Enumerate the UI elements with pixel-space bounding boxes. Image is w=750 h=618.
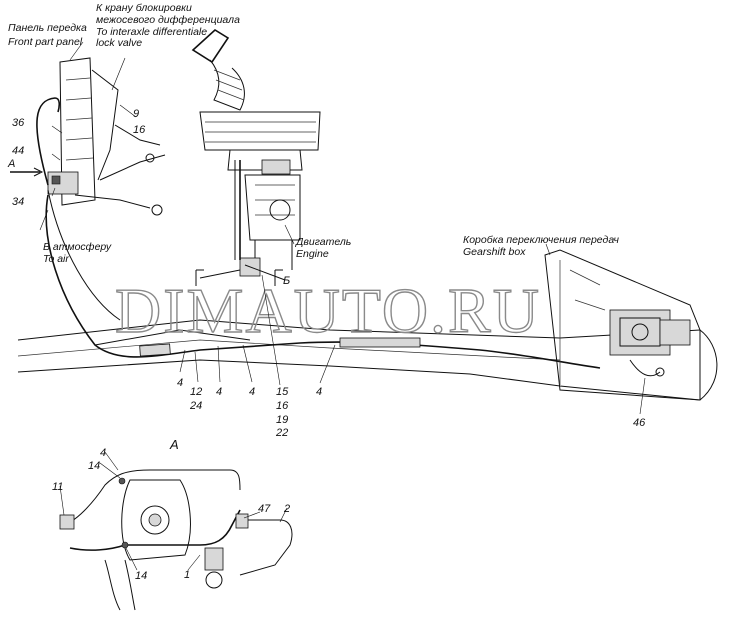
engine-hose [199, 160, 286, 281]
callout-2: 2 [283, 503, 290, 515]
label-air-ru: В атмосферу [43, 241, 112, 253]
callout-9: 9 [133, 108, 139, 120]
callout-19: 19 [276, 414, 288, 426]
callout-11: 11 [52, 481, 63, 493]
callout-34: 34 [12, 196, 24, 208]
callout-14a: 14 [88, 460, 100, 472]
callout-16a: 16 [133, 124, 146, 136]
view-a-detail [59, 469, 293, 611]
label-view-b: Б [283, 275, 290, 287]
callout-36: 36 [12, 117, 25, 129]
air-line-4 [36, 97, 601, 369]
callout-4e: 4 [100, 447, 106, 459]
callout-22: 22 [275, 427, 288, 439]
label-lock-valve-ru-1: К крану блокировки [96, 2, 192, 14]
callout-12: 12 [190, 386, 202, 398]
callout-4a: 4 [177, 377, 183, 389]
view-markers [10, 167, 283, 286]
label-lock-valve-ru-2: межосевого дифференциала [96, 14, 240, 26]
callout-4b: 4 [216, 386, 222, 398]
labels: Панель передка Front part panel К крану … [7, 2, 619, 452]
label-air-en: To air [43, 253, 69, 265]
callout-24: 24 [189, 400, 202, 412]
callout-46: 46 [633, 417, 646, 429]
label-lock-valve-en-1: To interaxle differentiale [96, 26, 207, 38]
callout-1: 1 [184, 569, 190, 581]
label-front-panel-en: Front part panel [8, 36, 83, 48]
leader-lines [39, 41, 646, 571]
label-front-panel-ru: Панель передка [8, 22, 87, 34]
callout-14b: 14 [135, 570, 147, 582]
frame-rail [17, 319, 718, 401]
callout-47: 47 [258, 503, 271, 515]
label-lock-valve-en-2: lock valve [96, 37, 142, 49]
callout-4c: 4 [249, 386, 255, 398]
label-gearbox-en: Gearshift box [463, 246, 526, 258]
callout-44: 44 [12, 145, 24, 157]
label-view-a: A [169, 437, 179, 452]
label-gearbox-ru: Коробка переключения передач [463, 234, 619, 246]
watermark: DIMAUTO.RU [115, 275, 541, 346]
label-engine-en: Engine [296, 248, 329, 260]
callouts: 36 44 34 9 16 4 12 24 4 4 15 16 19 22 4 … [12, 108, 646, 582]
label-arrow-a: A [7, 158, 15, 170]
callout-16b: 16 [276, 400, 289, 412]
gearshift-box [544, 249, 701, 401]
callout-15: 15 [276, 386, 289, 398]
front-part-panel [47, 57, 166, 216]
label-engine-ru: Двигатель [295, 236, 351, 248]
callout-4d: 4 [316, 386, 322, 398]
